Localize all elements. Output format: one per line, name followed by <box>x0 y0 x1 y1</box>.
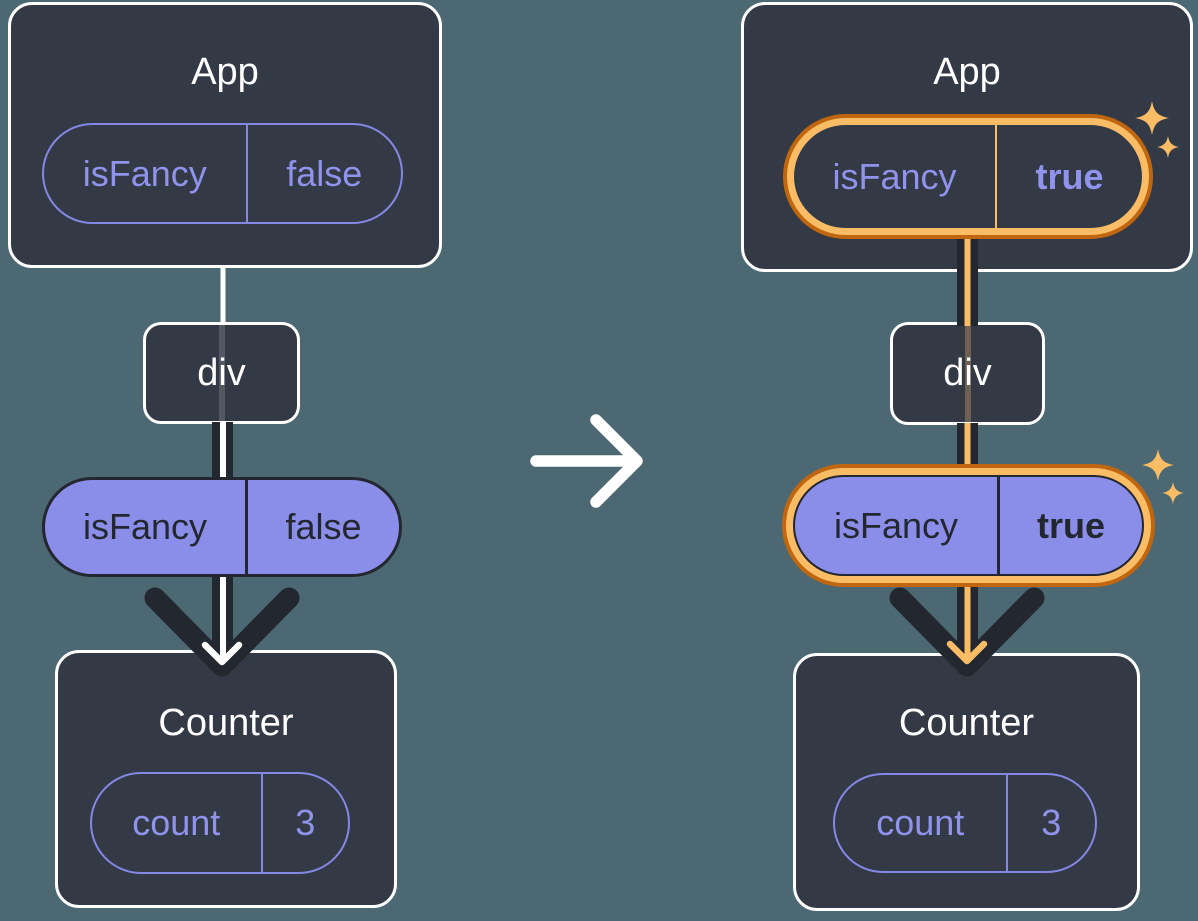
prop-name-label: isFancy <box>794 125 997 228</box>
state-value-label: 3 <box>1041 802 1062 843</box>
prop-flow-core-after <box>964 585 971 658</box>
prop-flow-band-before <box>212 575 233 660</box>
sparkle-icon <box>1142 449 1174 481</box>
counter-component-title-after: Counter <box>898 702 1035 744</box>
prop-flow-core-after <box>964 423 971 467</box>
highlight-ring: isFancy true <box>787 118 1149 235</box>
prop-value-label: false <box>285 506 362 547</box>
prop-flow-core-before <box>220 575 226 658</box>
transition-arrow-icon <box>530 414 643 508</box>
prop-name-label: isFancy <box>45 480 248 574</box>
sparkle-icon <box>1162 482 1184 504</box>
div-node-label-before: div <box>197 351 246 394</box>
counter-component-title-before: Counter <box>158 702 294 744</box>
state-name-label: count <box>92 774 263 872</box>
prop-name-label: isFancy <box>795 477 1000 574</box>
div-node-label-after: div <box>943 352 992 394</box>
passed-prop-pill-before: isFancy false <box>42 477 402 577</box>
prop-flow-band-before <box>212 422 233 479</box>
passed-prop-pill-after-highlighted: isFancy true <box>782 464 1155 587</box>
highlight-ring: isFancy true <box>786 468 1151 583</box>
prop-flow-band-after <box>957 585 978 662</box>
parent-edge-line-before <box>220 268 226 324</box>
counter-state-pill-after: count 3 <box>833 773 1097 873</box>
app-component-title-after: App <box>933 51 1001 93</box>
prop-flow-band-after <box>957 423 978 467</box>
prop-flow-ghost-line-before <box>218 325 225 421</box>
state-value-label: 3 <box>295 802 316 843</box>
state-name-label: count <box>835 775 1008 871</box>
div-node-box-before: div <box>143 322 300 424</box>
div-node-box-after: div <box>890 322 1045 425</box>
prop-name-label: isFancy <box>44 125 248 222</box>
app-prop-pill-before: isFancy false <box>42 123 403 224</box>
prop-flow-core-before <box>220 422 226 479</box>
prop-value-label: false <box>286 152 363 194</box>
app-prop-pill-after-highlighted: isFancy true <box>783 114 1153 239</box>
app-component-title-before: App <box>191 51 259 93</box>
counter-state-pill-before: count 3 <box>90 772 350 874</box>
prop-value-label: true <box>1036 504 1105 546</box>
prop-value-label: true <box>1035 155 1104 197</box>
prop-flow-ghost-line-after <box>964 325 971 422</box>
